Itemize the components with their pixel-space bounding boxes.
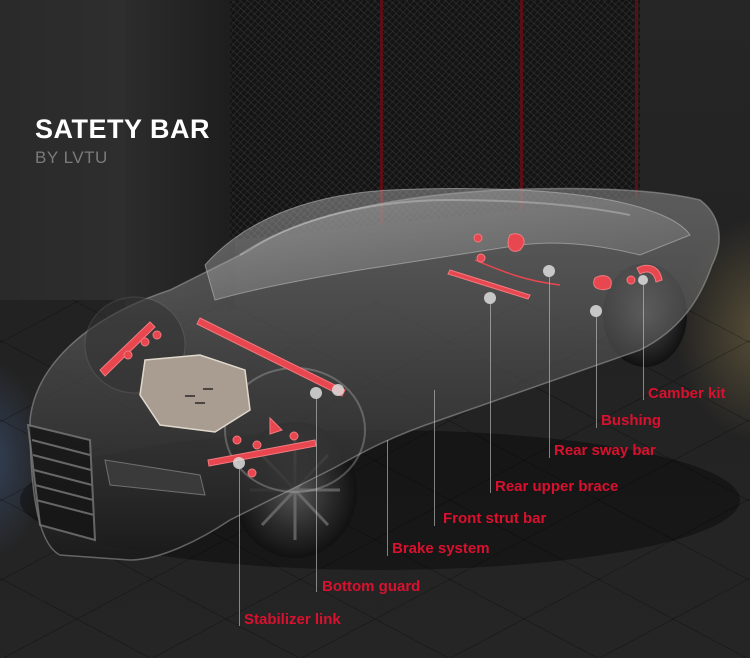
- leader-line: [239, 463, 240, 626]
- callout-label: Rear sway bar: [554, 442, 656, 459]
- callout-label: Brake system: [392, 540, 490, 557]
- callout-label: Camber kit: [648, 385, 726, 402]
- brand-subtitle: BY LVTU: [35, 148, 108, 167]
- leader-line: [434, 390, 435, 526]
- callout-label: Bottom guard: [322, 578, 421, 595]
- callout-label: Stabilizer link: [244, 611, 341, 628]
- leader-line: [596, 312, 597, 428]
- leader-line: [387, 440, 388, 556]
- callout-label: Front strut bar: [443, 510, 547, 527]
- leader-line: [549, 270, 550, 458]
- leader-line: [316, 393, 317, 592]
- leader-line: [490, 298, 491, 493]
- page-title: SATETY BAR: [35, 114, 211, 144]
- callout-label: Bushing: [601, 412, 661, 429]
- leader-line: [643, 280, 644, 400]
- callout-label: Rear upper brace: [495, 478, 619, 495]
